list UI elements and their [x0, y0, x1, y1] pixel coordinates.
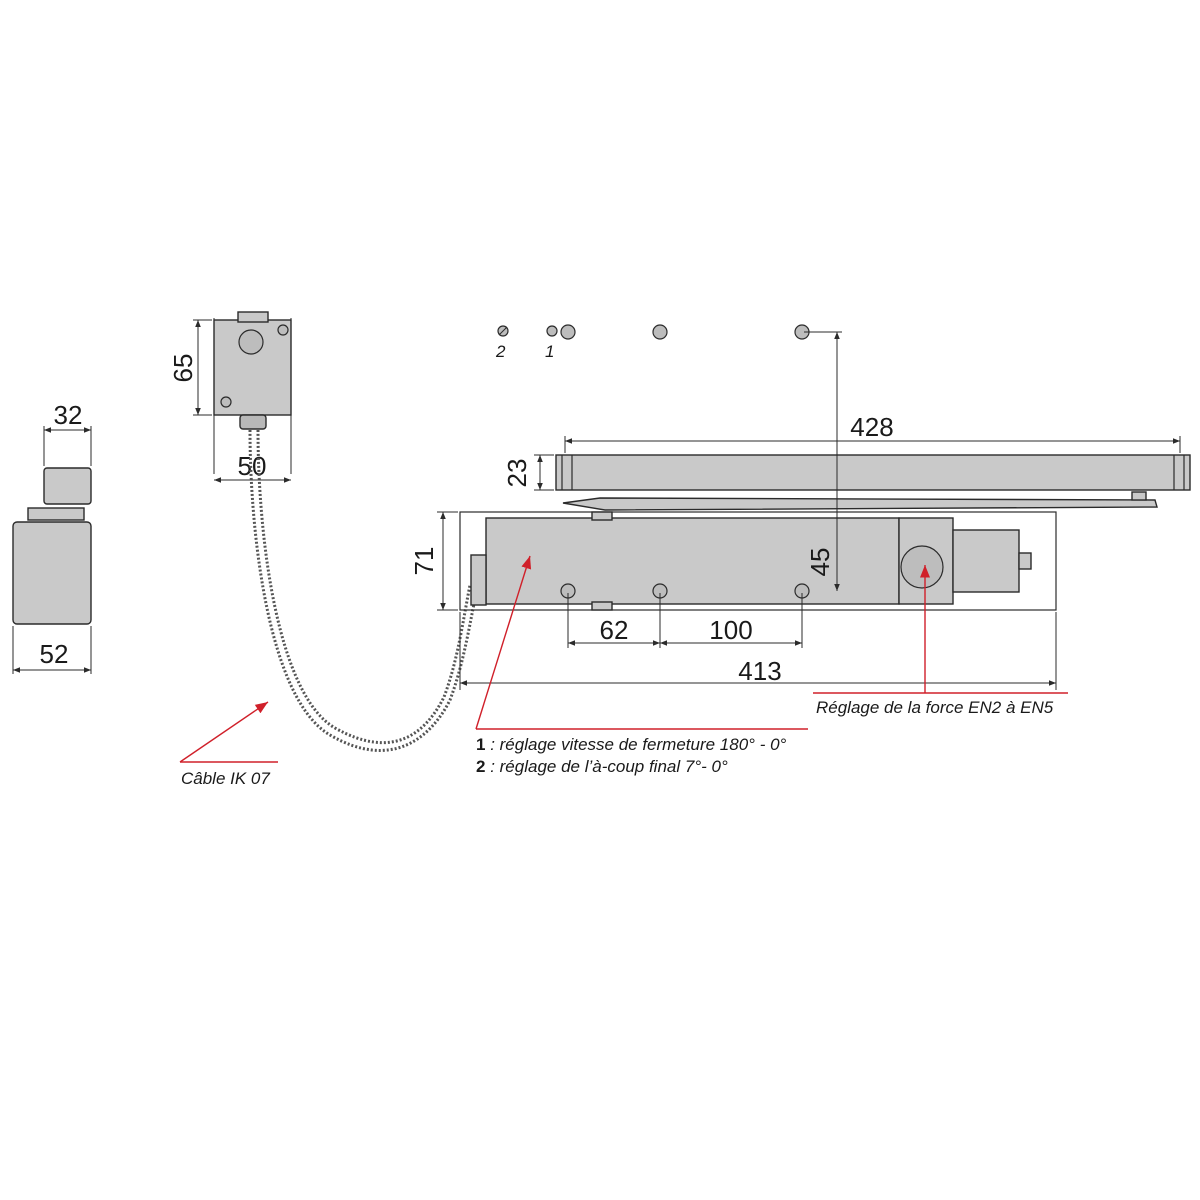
valve-leader-arrow: [475, 555, 532, 730]
armored-cable: [248, 429, 480, 752]
legend-2-text: : réglage de l’à-coup final 7°- 0°: [485, 757, 727, 776]
closer-motor-cap: [1018, 552, 1032, 570]
legend-line-2: 2 : réglage de l’à-coup final 7°- 0°: [476, 757, 728, 776]
closer-motor: [952, 529, 1020, 593]
cable-gland-connector: [239, 414, 267, 430]
dim-label-32: 32: [54, 400, 83, 430]
rail-arm: [562, 497, 1158, 511]
dim-label-62: 62: [600, 615, 629, 645]
rail-arm-slider: [1131, 491, 1147, 501]
closer-clip: [591, 601, 613, 611]
legend-2-number: 2: [476, 757, 485, 776]
closer-housing: [485, 517, 900, 605]
dim-label-52: 52: [40, 639, 69, 669]
dim-label-45: 45: [805, 548, 835, 577]
dim-label-65: 65: [168, 354, 198, 383]
control-box-top-tab: [237, 311, 269, 323]
legend-line-1: 1 : réglage vitesse de fermeture 180° - …: [476, 735, 787, 754]
legend-1-number: 1: [476, 735, 485, 754]
force-adjust-screw: [900, 545, 944, 589]
side-view: 32 52: [12, 400, 92, 674]
dim-label-428: 428: [850, 412, 893, 442]
valve-2-marker: 2: [495, 342, 506, 361]
control-box-screw: [277, 324, 289, 336]
control-box-gland: [238, 329, 264, 355]
dim-label-71: 71: [409, 547, 439, 576]
recess-outline: [459, 511, 1057, 611]
side-top-block: [43, 467, 92, 505]
mounting-holes: [560, 324, 810, 599]
rail-body: [555, 454, 1191, 491]
closer-side-connector: [470, 554, 487, 606]
cable-leader-arrow: [179, 701, 269, 763]
side-plate: [27, 507, 85, 521]
dim-label-100: 100: [709, 615, 752, 645]
side-body: [12, 521, 92, 625]
closer-clip: [591, 511, 613, 521]
valve-1: [546, 325, 558, 337]
dim-label-23: 23: [502, 459, 532, 488]
cable-label: Câble IK 07: [181, 769, 270, 788]
closer-body: 2 1 71 45 62 100 413: [409, 324, 1057, 690]
valve-1-marker: 1: [545, 342, 554, 361]
dim-label-413: 413: [738, 656, 781, 686]
armored-cable-inner: [256, 429, 472, 745]
control-box: 50 65: [168, 311, 292, 483]
control-box-screw: [220, 396, 232, 408]
slide-rail: 428 23: [502, 412, 1191, 511]
force-adjust-label: Réglage de la force EN2 à EN5: [816, 698, 1054, 717]
legend-1-text: : réglage vitesse de fermeture 180° - 0°: [485, 735, 786, 754]
